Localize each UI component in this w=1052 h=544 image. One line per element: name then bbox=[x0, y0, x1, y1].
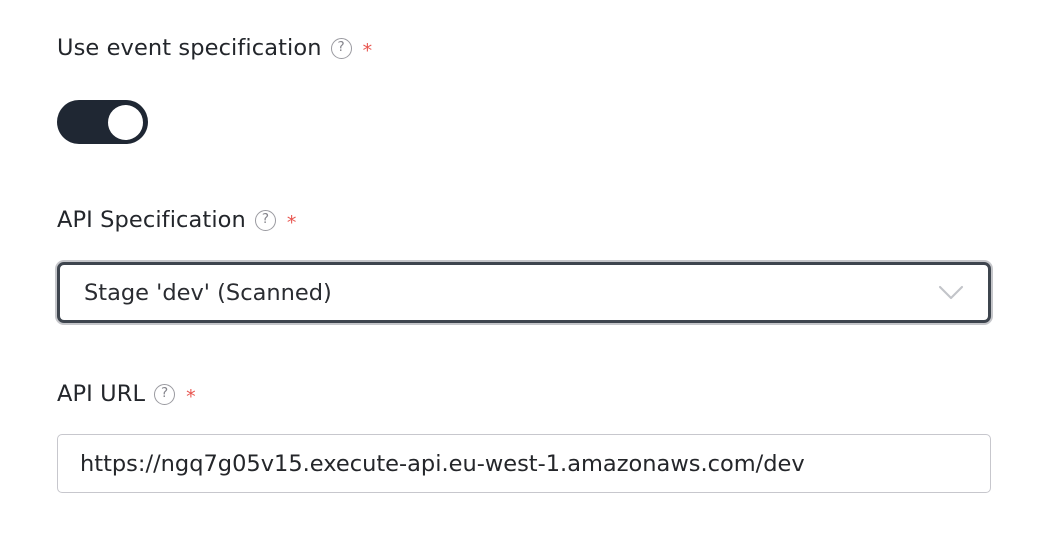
field-label-row: API URL ? * bbox=[57, 379, 196, 409]
chevron-down-icon[interactable] bbox=[938, 285, 964, 301]
use-event-specification-toggle[interactable] bbox=[57, 100, 148, 144]
required-asterisk: * bbox=[186, 385, 196, 408]
help-circle-icon[interactable]: ? bbox=[330, 37, 352, 59]
help-circle-icon[interactable]: ? bbox=[154, 383, 176, 405]
required-asterisk: * bbox=[362, 39, 373, 62]
field-label-row: Use event specification ? * bbox=[57, 33, 372, 63]
api-specification-select[interactable]: Stage 'dev' (Scanned) bbox=[57, 262, 991, 323]
field-label-api-url: API URL bbox=[57, 381, 146, 407]
required-asterisk: * bbox=[286, 211, 297, 234]
field-label-api-specification: API Specification bbox=[57, 207, 246, 233]
field-group-api-specification: API Specification ? * bbox=[57, 205, 296, 235]
field-group-api-url: API URL ? * bbox=[57, 379, 196, 409]
api-url-input[interactable] bbox=[57, 434, 991, 493]
help-circle-icon[interactable]: ? bbox=[254, 209, 276, 231]
field-label-use-event-specification: Use event specification bbox=[57, 35, 322, 61]
field-label-row: API Specification ? * bbox=[57, 205, 296, 235]
select-wrapper: Stage 'dev' (Scanned) bbox=[57, 262, 991, 323]
api-specification-selected-value: Stage 'dev' (Scanned) bbox=[84, 279, 332, 306]
field-group-use-event-specification: Use event specification ? * bbox=[57, 33, 372, 63]
toggle-wrapper bbox=[57, 100, 148, 144]
toggle-knob bbox=[108, 104, 143, 140]
text-input-wrapper bbox=[57, 434, 991, 493]
